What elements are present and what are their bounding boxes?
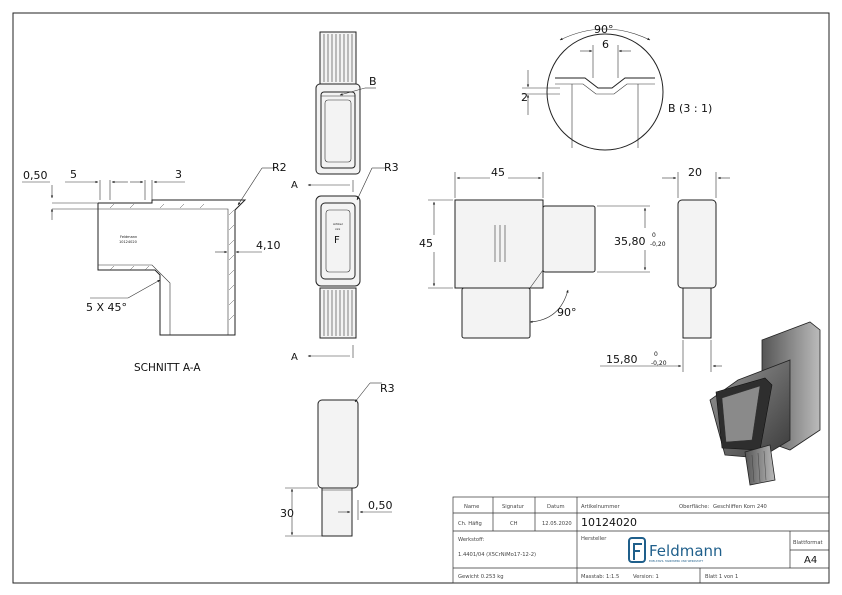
tb-signature-header: Signatur [502,504,525,510]
tb-name: Ch. Häfig [458,521,482,527]
main-view: 45 45 35,80 0 -0,20 90° 20 15,80 0 -0,20 [419,166,730,372]
main-inner: 35,80 [614,235,646,248]
main-width: 45 [491,166,505,179]
main-height: 45 [419,237,433,250]
spigot-tol-upper: 0 [654,351,658,358]
front-radius: R3 [384,161,399,174]
tb-manufacturer-label: Hersteller [581,536,607,542]
detail-angle: 90° [594,23,614,36]
title-block: Name Signatur Datum Ch. Häfig CH 12.05.2… [452,496,830,584]
top-view: B [315,31,377,175]
front-engraving-small: Artikel [333,222,343,226]
dim-chamfer: 5 X 45° [86,301,127,314]
tb-surface-value: Geschliffen Korn 240 [713,504,767,510]
section-engraving-line2: 10124020 [119,240,137,244]
isometric-view [709,321,821,486]
company-logo: Feldmann EDELSTAHL HANDWERK UND WERKSTAT… [628,537,723,563]
section-view: Feldmann 10124020 0,50 5 3 R2 4,10 5 X 4… [22,161,287,374]
tb-material-label: Werkstoff: [458,537,485,543]
dim-len-a: 5 [70,168,77,181]
tb-sheet: Blatt 1 von 1 [705,574,738,580]
dim-len-b: 3 [175,168,182,181]
main-inner-tol-upper: 0 [652,232,656,239]
tb-scale: Masstab: 1:1.5 [581,574,619,580]
tb-surface-label: Oberfläche: [679,504,709,510]
section-caption: SCHNITT A-A [134,362,201,374]
tb-article-label: Artikelnummer [581,504,620,510]
tb-weight: Gewicht 0.253 kg [458,574,504,580]
tb-name-header: Name [464,504,479,510]
detail-depth: 2 [521,91,528,104]
tb-format-value: A4 [804,555,817,566]
sheet-border [12,12,830,584]
spigot-width: 15,80 [606,353,638,366]
company-name: Feldmann [649,542,723,560]
section-hatch [109,203,235,321]
tb-article-number: 10124020 [581,516,637,529]
front-engraving-small2: xxx [335,227,341,231]
front-engraving-letter: F [334,235,340,246]
bottom-offset: 0,50 [368,499,393,512]
tb-material-value: 1.4401/04 (X5CrNiMo17-12-2) [458,552,536,558]
section-engraving-line1: Feldmann [120,235,137,239]
tb-date-header: Datum [547,504,565,510]
detail-view-b: 90° 6 2 B (3 : 1) [521,23,712,151]
bottom-height: 30 [280,507,294,520]
dim-thickness: 4,10 [256,239,281,252]
main-inner-tol-lower: -0,20 [650,241,666,248]
spigot-tol-lower: -0,20 [651,360,667,367]
dim-wall: 0,50 [23,169,48,182]
bottom-view: R3 30 0,50 [280,382,395,537]
tb-format-label: Blattformat [793,540,823,546]
dim-section-radius: R2 [272,161,287,174]
section-marker-top: A [291,180,298,191]
tb-signature: CH [510,521,518,527]
section-marker-bottom: A [291,352,298,363]
front-view: Artikel xxx F A A R3 [291,161,399,363]
tb-date: 12.05.2020 [542,521,572,527]
detail-marker: B [369,75,377,88]
main-angle: 90° [557,306,577,319]
detail-width: 6 [602,38,609,51]
tb-version: Version: 1 [633,574,659,580]
bottom-radius: R3 [380,382,395,395]
detail-label: B (3 : 1) [668,102,712,115]
company-tagline: EDELSTAHL HANDWERK UND WERKSTATT [649,559,703,563]
side-width: 20 [688,166,702,179]
